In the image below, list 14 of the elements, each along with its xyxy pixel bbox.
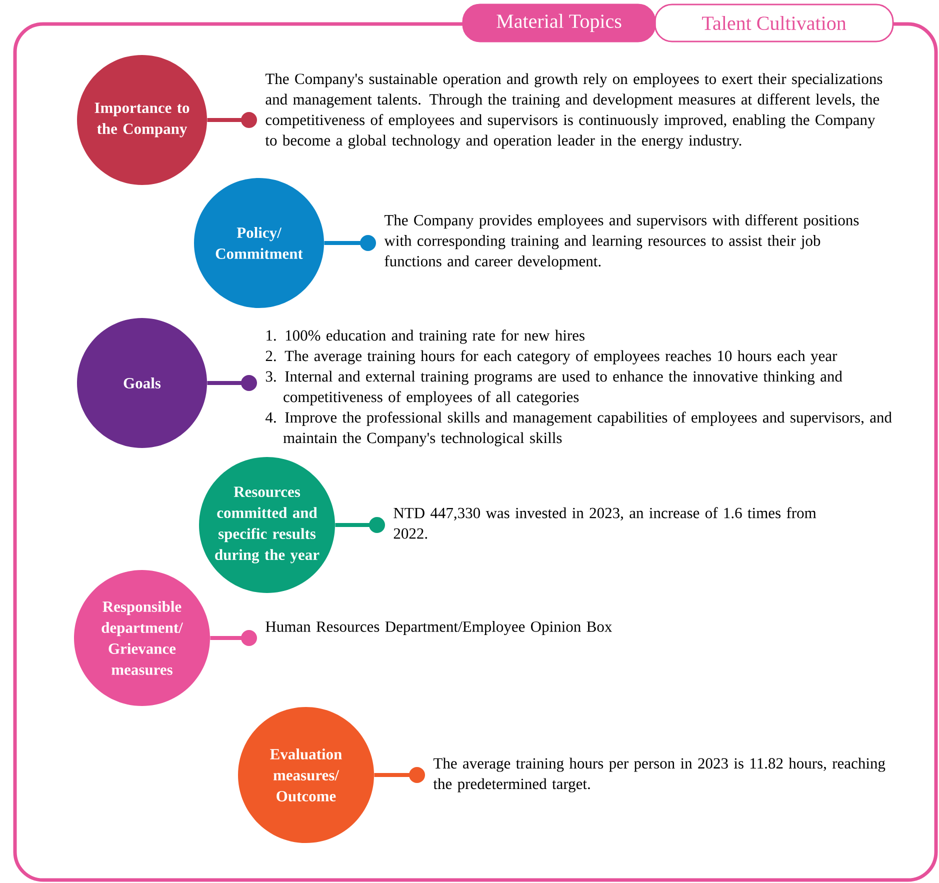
tab: Talent Cultivation (654, 4, 894, 42)
description-text: 1. 100% education and training rate for new hires 2. The average training hours for each category of employees reaches 10 hours each year 3. Internal and external training programs are used to enhance the innovative thinking and competitiveness of employees of all categories 4. Improve the professional skills and management capabilities of employees and supervisors, and maintain the Company's technological skills (266, 330, 892, 446)
description-text: The Company's sustainable operation and growth rely on employees to exert their specializations and management talents. Through the training and development measures at different levels, the competitiveness of employees and supervisors is continuously improved, enabling the Company to become a global technology and operation leader in the energy industry. (265, 73, 882, 149)
connector-line (324, 235, 376, 251)
description-text: The average training hours per person in 2023 is 11.82 hours, reaching the predetermined target. (433, 758, 886, 792)
connector-line (335, 517, 385, 533)
description-text: The Company provides employees and supervisors with different positions with corresponding training and learning resources to assist their job functions and career development. (384, 214, 859, 270)
description-text: NTD 447,330 was invested in 2023, an increase of 1.6 times from 2022. (394, 507, 816, 539)
connector-line (207, 375, 257, 391)
connector-line (210, 630, 257, 646)
connector-line (207, 112, 257, 128)
description-text: Human Resources Department/Employee Opinion Box (266, 620, 612, 636)
tab: Material Topics (462, 4, 656, 42)
connector-line (374, 767, 425, 783)
